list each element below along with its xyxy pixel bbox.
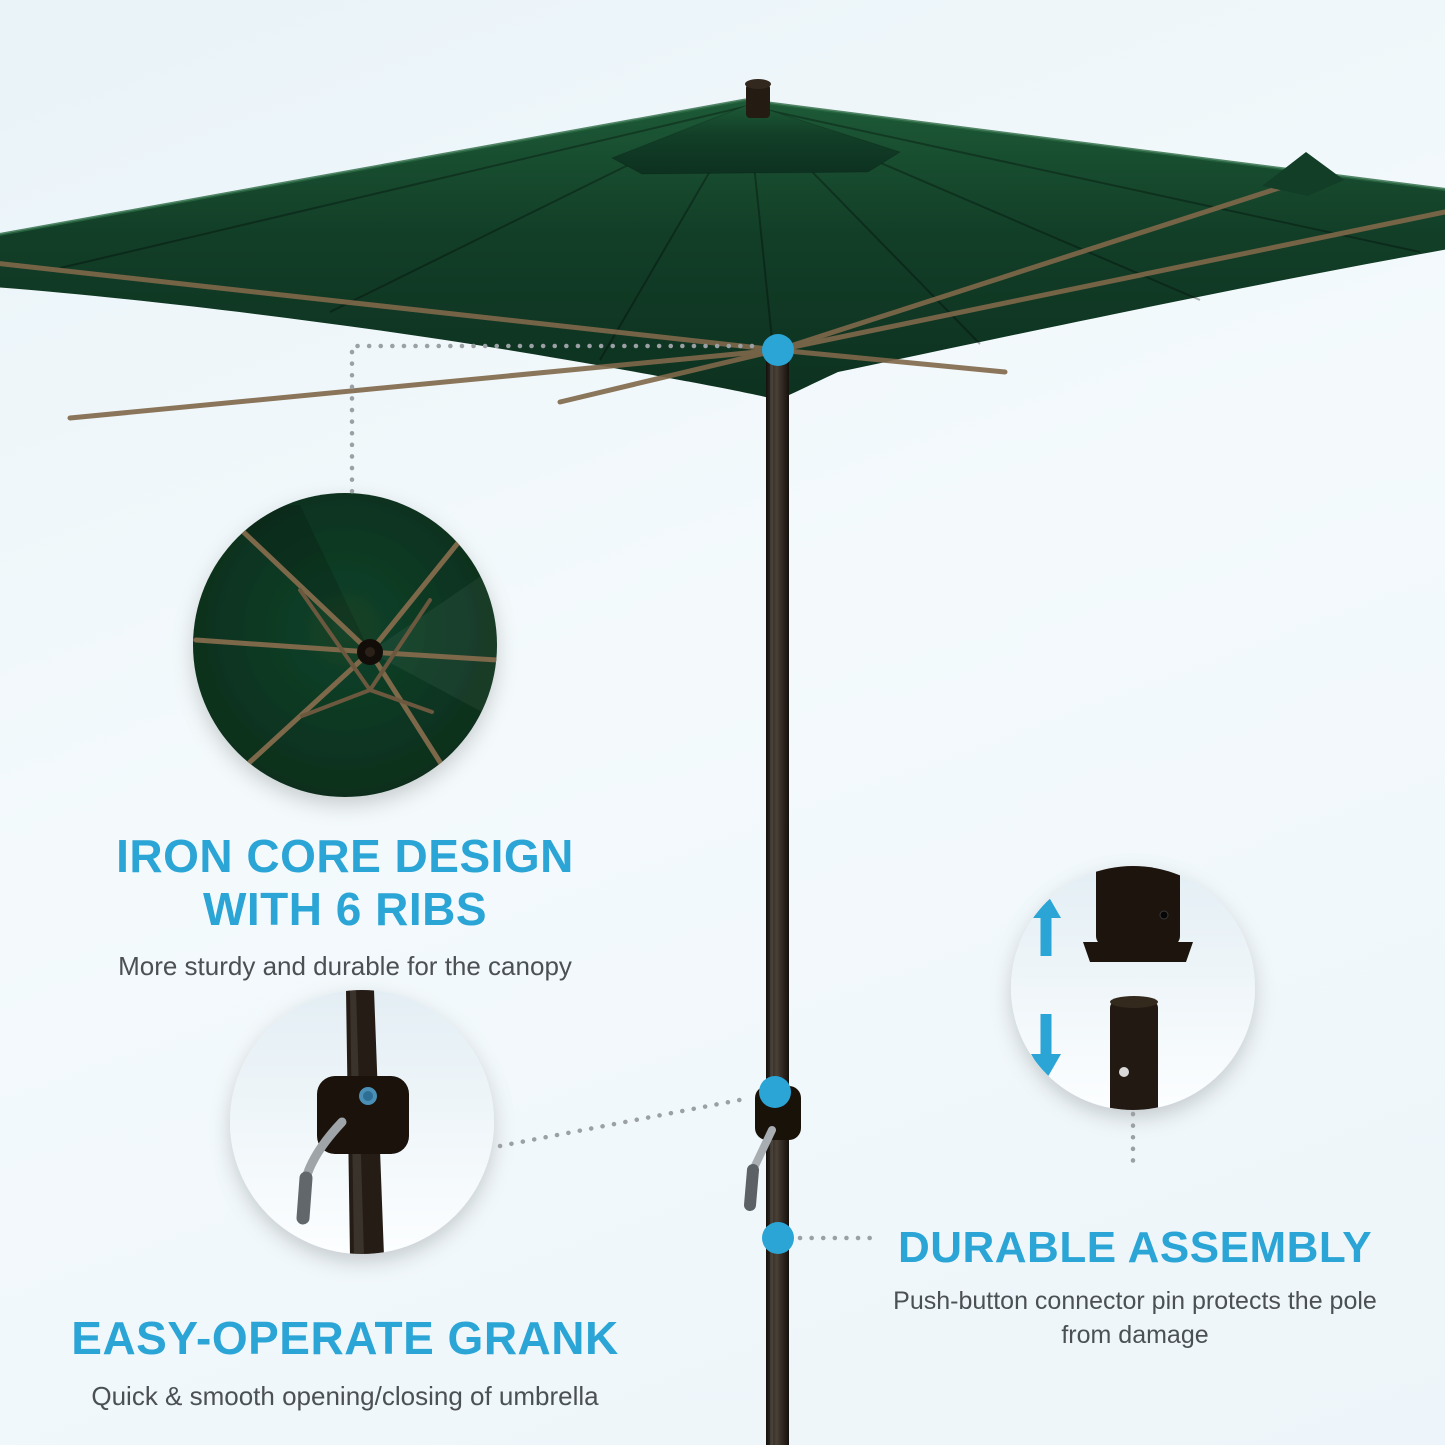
- crank-callout: EASY-OPERATE GRANK Quick & smooth openin…: [35, 1312, 655, 1414]
- iron-core-title: IRON CORE DESIGN WITH 6 RIBS: [35, 830, 655, 937]
- umbrella-canopy: [0, 79, 1445, 421]
- pole-joint-connector-dot: [762, 1222, 794, 1254]
- dotted-connector-crank: [497, 1095, 753, 1149]
- ribs-detail-circle: [193, 493, 497, 797]
- down-arrow-icon: [1031, 1014, 1061, 1080]
- crank-description: Quick & smooth opening/closing of umbrel…: [91, 1381, 599, 1412]
- crank-detail-circle: [230, 990, 494, 1254]
- umbrella-pole: [766, 338, 789, 1445]
- crank-connector-dot: [759, 1076, 791, 1108]
- umbrella-finial: [745, 79, 771, 118]
- assembly-callout: DURABLE ASSEMBLY Push-button connector p…: [880, 1222, 1390, 1353]
- iron-core-description: More sturdy and durable for the canopy: [118, 950, 572, 981]
- assembly-description: Push-button connector pin protects the p…: [893, 1287, 1377, 1349]
- iron-core-callout: IRON CORE DESIGN WITH 6 RIBS More sturdy…: [35, 830, 655, 984]
- up-arrow-icon: [1031, 892, 1061, 956]
- hub-connector-dot: [762, 334, 794, 366]
- canopy-ribs: [0, 175, 1445, 421]
- push-button-pin: [1119, 1067, 1129, 1077]
- iron-core-title-line1: IRON CORE DESIGN: [116, 830, 574, 882]
- assembly-title: DURABLE ASSEMBLY: [897, 1223, 1373, 1272]
- connector-detail-circle: [1011, 866, 1255, 1110]
- crank-title: EASY-OPERATE GRANK: [71, 1312, 619, 1364]
- iron-core-title-line2: WITH 6 RIBS: [202, 883, 488, 936]
